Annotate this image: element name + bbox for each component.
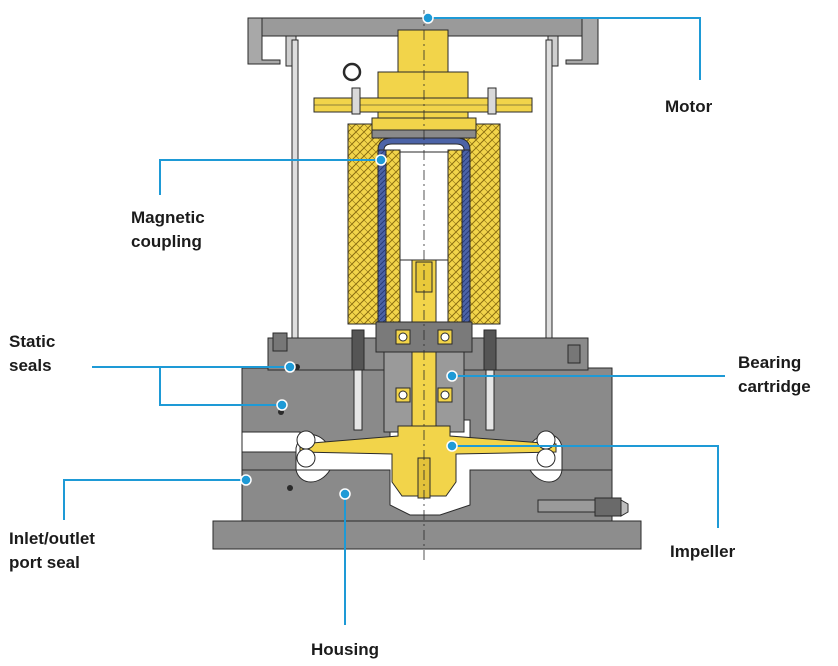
label-impeller: Impeller <box>670 542 736 561</box>
bearing-elements <box>395 329 453 403</box>
callout-impeller <box>452 445 719 528</box>
label-bearing-cartridge: Bearing cartridge <box>738 353 811 396</box>
side-bolts <box>351 329 497 431</box>
label-inlet-outlet-port-seal: Inlet/outlet port seal <box>9 529 95 572</box>
label-motor: Motor <box>665 97 713 116</box>
callout-static-seals-bottom <box>159 367 280 406</box>
callout-magnetic-coupling <box>159 159 378 195</box>
callout-lines <box>63 17 725 625</box>
motor-frame <box>247 17 599 339</box>
label-housing: Housing <box>311 640 379 659</box>
callout-motor <box>428 17 701 80</box>
callout-dots <box>240 12 458 500</box>
label-static-seals: Static seals <box>9 332 56 375</box>
label-magnetic-coupling: Magnetic coupling <box>131 208 205 251</box>
callout-inlet-outlet-seal <box>63 479 244 520</box>
